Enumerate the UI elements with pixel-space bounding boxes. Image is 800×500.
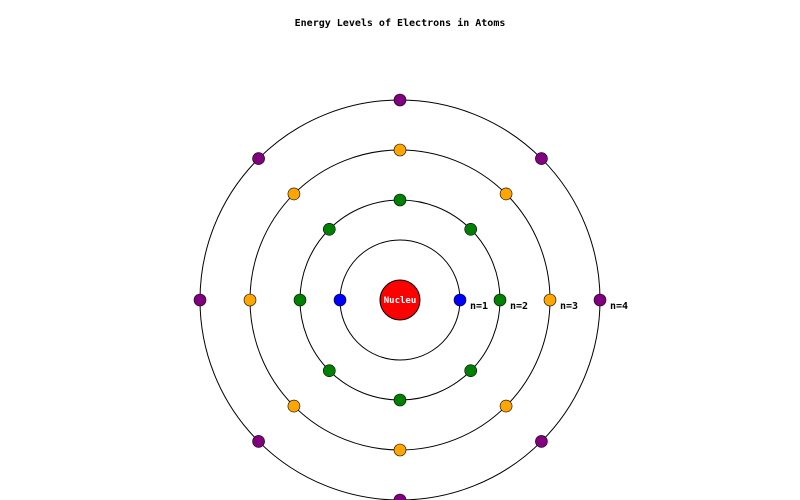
electron-n4 <box>593 293 607 307</box>
electron-n4 <box>535 152 548 165</box>
electron-n4 <box>393 93 407 107</box>
electron-n2 <box>464 222 478 236</box>
electron-n2 <box>493 293 507 307</box>
electron-n3 <box>287 399 301 413</box>
electron-n3 <box>393 143 407 157</box>
electron-n2 <box>322 364 336 378</box>
electron-n4 <box>193 293 207 307</box>
electron-n4 <box>393 493 407 500</box>
electron-n4 <box>535 435 548 448</box>
nucleus-circle <box>379 279 421 321</box>
electron-n3 <box>393 443 407 457</box>
nucleus: Nucleu <box>379 279 421 321</box>
electron-n2 <box>322 222 336 236</box>
diagram-title: Energy Levels of Electrons in Atoms <box>294 18 506 29</box>
electron-n3 <box>243 293 257 307</box>
shell-label-n2: n=2 <box>510 301 528 312</box>
shell-labels: n=1 n=2 n=3 n=4 <box>470 301 628 312</box>
electron-n3 <box>287 187 301 201</box>
electron-n1 <box>453 293 467 307</box>
shell-label-n4: n=4 <box>610 301 628 312</box>
shell-label-n1: n=1 <box>470 301 488 312</box>
electrons <box>193 93 607 500</box>
nucleus-label: Nucleu <box>384 296 417 306</box>
electron-n2 <box>464 364 478 378</box>
electron-n3 <box>499 399 513 413</box>
electron-n1 <box>333 293 347 307</box>
electron-n4 <box>252 152 265 165</box>
electron-n3 <box>499 187 513 201</box>
electron-n2 <box>293 293 307 307</box>
electron-n2 <box>393 393 407 407</box>
shell-label-n3: n=3 <box>560 301 578 312</box>
electron-n4 <box>252 435 265 448</box>
electron-n2 <box>393 193 407 207</box>
electron-n3 <box>543 293 557 307</box>
